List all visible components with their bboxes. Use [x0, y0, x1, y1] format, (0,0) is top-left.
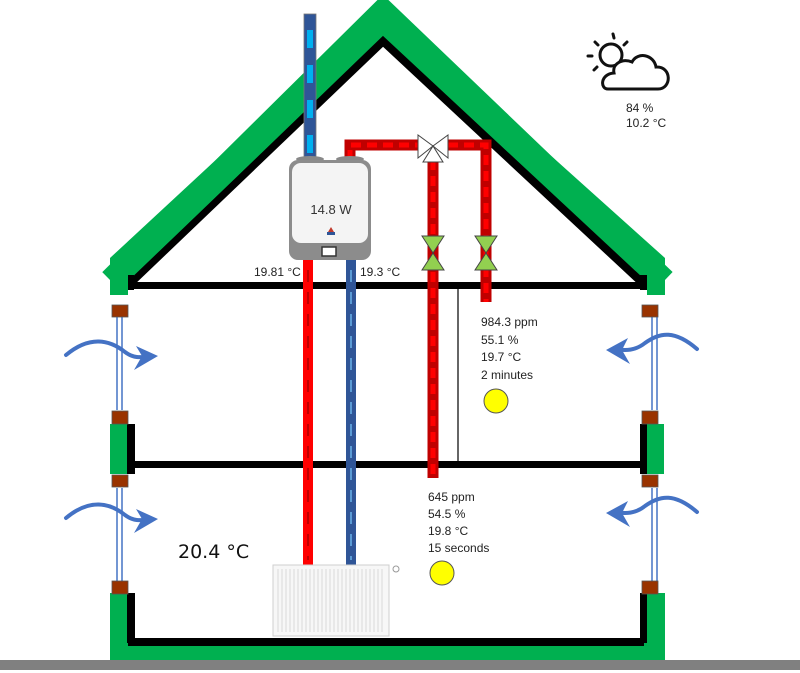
floor-inner — [128, 638, 644, 646]
airflow-in-left-upper — [64, 339, 158, 370]
lower-last-update: 15 seconds — [428, 541, 489, 555]
left-wall — [110, 275, 135, 660]
lower-temperature: 19.8 °C — [428, 524, 468, 538]
airflow-in-left-lower — [64, 502, 158, 533]
attic-floor — [128, 282, 644, 289]
weather-humidity: 84 % — [626, 101, 654, 115]
airflow-out-right-lower — [606, 495, 699, 527]
radiator[interactable] — [272, 564, 400, 637]
lower-co2: 645 ppm — [428, 490, 475, 504]
supply-pipe — [303, 260, 313, 565]
upper-co2: 984.3 ppm — [481, 315, 538, 329]
weather-temperature: 10.2 °C — [626, 116, 666, 130]
upper-humidity: 55.1 % — [481, 333, 519, 347]
right-wall — [640, 275, 665, 660]
three-way-valve[interactable] — [417, 134, 449, 163]
lower-humidity: 54.5 % — [428, 507, 466, 521]
lower-status-indicator — [429, 560, 455, 586]
upper-temperature: 19.7 °C — [481, 350, 521, 364]
room-temperature: 20.4 °C — [178, 541, 249, 563]
return-pipe — [346, 260, 356, 565]
left-windows — [111, 304, 129, 595]
middle-floor — [128, 461, 644, 468]
hot-supply-top — [344, 139, 418, 160]
unit-supply-temp: 19.81 °C — [254, 265, 301, 279]
roof-edge — [102, 0, 673, 288]
roof-inner — [125, 37, 648, 289]
airflow-out-right-upper — [606, 332, 699, 364]
upper-last-update: 2 minutes — [481, 368, 533, 382]
valve-left[interactable] — [421, 235, 445, 271]
unit-return-temp: 19.3 °C — [360, 265, 400, 279]
valve-right[interactable] — [474, 235, 498, 271]
right-windows — [641, 304, 659, 595]
hot-pipe-right — [448, 139, 492, 302]
ground — [0, 660, 800, 670]
exhaust-pipe — [303, 13, 317, 160]
partly-cloudy-icon — [586, 32, 670, 91]
ventilation-unit[interactable] — [289, 156, 371, 260]
unit-power: 14.8 W — [310, 202, 352, 217]
roof-inner-line — [128, 35, 647, 286]
upper-status-indicator — [483, 388, 509, 414]
